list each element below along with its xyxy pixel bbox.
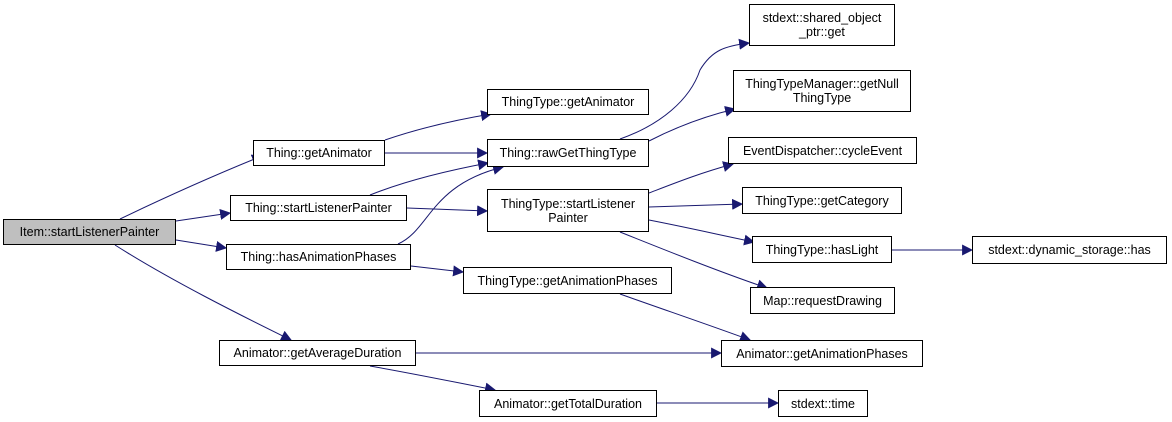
edge-tt-anim-phases-to-anim-phases: [619, 293, 752, 342]
node-thingtype-get-animation-phases[interactable]: ThingType::getAnimationPhases: [463, 267, 672, 294]
edge-thing-has-anim-to-raw-get: [397, 164, 505, 245]
node-animator-get-animation-phases[interactable]: Animator::getAnimationPhases: [721, 340, 923, 367]
node-item-start-listener-painter: Item::startListenerPainter: [3, 219, 176, 245]
node-thing-has-animation-phases[interactable]: Thing::hasAnimationPhases: [226, 244, 411, 270]
edge-thing-start-to-raw-get: [369, 159, 490, 196]
edge-tt-start-to-request-drawing: [619, 231, 769, 291]
node-stdext-time[interactable]: stdext::time: [778, 390, 868, 417]
edge-thing-has-anim-to-tt-anim-phases: [410, 265, 465, 277]
edge-root-to-thing-get-animator: [119, 154, 264, 220]
edge-root-to-thing-start-listener: [175, 209, 232, 222]
edge-raw-get-to-null-thing-type: [648, 105, 737, 142]
node-thingtypemanager-get-null-thing-type[interactable]: ThingTypeManager::getNull ThingType: [733, 70, 911, 112]
node-thingtype-start-listener-painter[interactable]: ThingType::startListener Painter: [487, 189, 649, 232]
node-thing-start-listener-painter[interactable]: Thing::startListenerPainter: [230, 195, 407, 221]
node-thingtype-get-animator[interactable]: ThingType::getAnimator: [487, 89, 649, 115]
node-stdext-dynamic-storage-has[interactable]: stdext::dynamic_storage::has: [972, 236, 1167, 264]
node-thing-raw-get-thing-type[interactable]: Thing::rawGetThingType: [487, 139, 649, 167]
edge-raw-get-to-shared-ptr: [619, 38, 751, 140]
node-eventdispatcher-cycle-event[interactable]: EventDispatcher::cycleEvent: [728, 137, 917, 164]
edge-root-to-animator-average: [114, 244, 292, 341]
edge-thing-start-to-thingtype-start: [406, 205, 489, 217]
node-animator-get-total-duration[interactable]: Animator::getTotalDuration: [479, 390, 657, 417]
node-thingtype-get-category[interactable]: ThingType::getCategory: [742, 187, 902, 214]
node-animator-get-average-duration[interactable]: Animator::getAverageDuration: [219, 340, 416, 366]
edge-avg-duration-to-total-duration: [369, 365, 497, 394]
node-thing-get-animator[interactable]: Thing::getAnimator: [253, 140, 385, 166]
node-stdext-shared-object-ptr-get[interactable]: stdext::shared_object _ptr::get: [749, 4, 895, 46]
edge-thing-animator-to-thingtype-anim: [384, 110, 493, 141]
edge-tt-start-to-cycle-event: [648, 161, 735, 194]
node-map-request-drawing[interactable]: Map::requestDrawing: [750, 287, 895, 314]
node-thingtype-has-light[interactable]: ThingType::hasLight: [752, 236, 892, 263]
edge-tt-start-to-has-light: [648, 219, 756, 246]
edge-tt-start-to-get-category: [648, 198, 744, 210]
edge-root-to-thing-has-animation: [175, 239, 228, 252]
